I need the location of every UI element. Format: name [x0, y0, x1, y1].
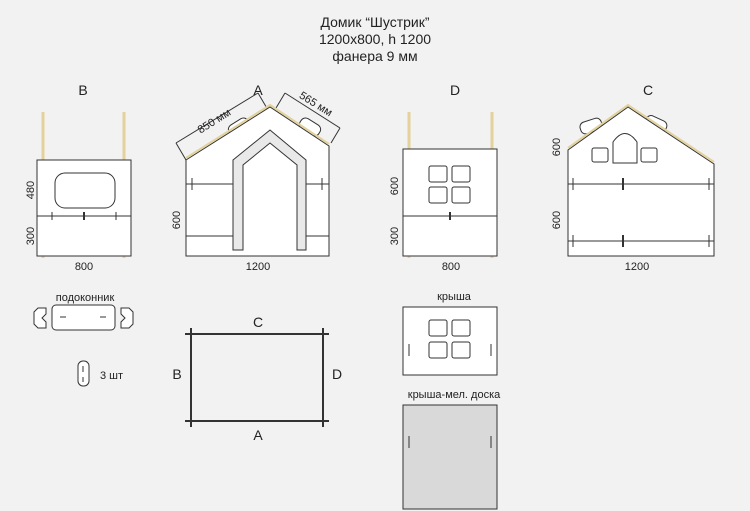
view-d-dim-top: 600 [389, 177, 401, 195]
roof-panel [402, 306, 498, 376]
title-line-1: Домик “Шустрик” [320, 14, 430, 30]
view-b-dim-bottom: 300 [25, 227, 37, 245]
view-d-dim-width: 800 [442, 261, 460, 273]
view-c-arch-window [612, 133, 638, 164]
view-c-dim-top: 600 [551, 138, 563, 156]
clip-part: 3 шт [77, 360, 123, 387]
view-a: A 850 мм 565 мм 600 1200 [171, 82, 341, 273]
plan-label-right: D [332, 366, 342, 382]
view-c: C 600 600 1200 [551, 82, 715, 273]
view-a-door-frame [232, 129, 307, 251]
sill-board [51, 304, 116, 331]
view-b-letter: B [78, 82, 87, 98]
view-c-house [567, 106, 715, 257]
view-d-window-pane [428, 165, 448, 183]
view-a-dim-height: 600 [171, 211, 183, 229]
plan-label-bottom: A [253, 427, 263, 443]
title-line-3: фанера 9 мм [332, 48, 418, 64]
clip-count: 3 шт [100, 370, 123, 382]
sill-label: подоконник [56, 292, 115, 304]
view-a-letter: A [253, 82, 263, 98]
view-d: D 600 300 800 [389, 82, 498, 273]
dim-line-roof-left [175, 92, 259, 144]
dim-line-roof-right [284, 92, 341, 129]
view-a-roof-edge [185, 103, 330, 159]
plan-label-left: B [172, 366, 181, 382]
roof-label: крыша [437, 291, 472, 303]
view-c-dim-bottom: 600 [551, 211, 563, 229]
title-line-2: 1200x800, h 1200 [318, 31, 432, 47]
roof-board-part: крыша-мел. доска [402, 389, 501, 510]
view-a-dim-width: 1200 [246, 261, 270, 273]
view-c-letter: C [643, 82, 653, 98]
plan-label-top: C [253, 314, 263, 330]
roof-board-label: крыша-мел. доска [408, 389, 501, 401]
view-b-window [54, 172, 116, 209]
view-d-dim-bottom: 300 [389, 227, 401, 245]
view-d-letter: D [450, 82, 460, 98]
view-b-dim-width: 800 [75, 261, 93, 273]
sill-part: подоконник [33, 292, 134, 331]
view-b: B 480 300 800 [25, 82, 132, 273]
view-c-dim-width: 1200 [625, 261, 649, 273]
roof-board-panel [402, 404, 498, 510]
view-a-house [185, 106, 330, 257]
view-d-panel [402, 148, 498, 257]
plan-view: C A B D [172, 314, 342, 443]
clip-shape [77, 360, 90, 387]
view-b-dim-top: 480 [25, 181, 37, 199]
roof-part: крыша [402, 291, 498, 376]
